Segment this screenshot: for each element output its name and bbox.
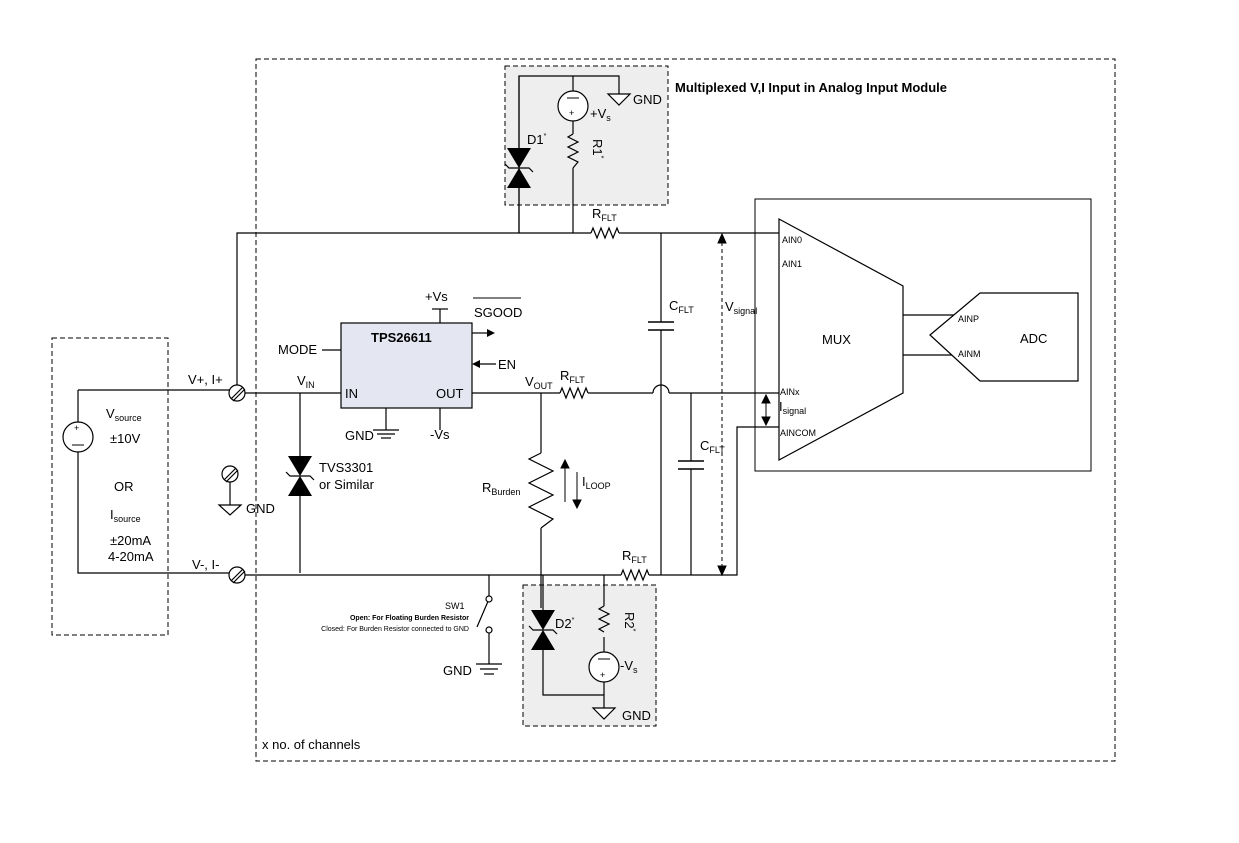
source-or: OR (114, 479, 134, 494)
tps26611-ic (340, 322, 473, 409)
r2-label: R2* (622, 612, 637, 632)
vs-neg-label: -Vs (620, 658, 638, 675)
ic-name: TPS26611 (371, 330, 432, 345)
vout-label: VOUT (525, 374, 553, 391)
source-plus: + (74, 423, 79, 433)
terminal-neg-icon (228, 566, 246, 584)
ic-vs-pos-label: +Vs (425, 289, 448, 304)
source-box (51, 337, 169, 636)
gnd-top-label: GND (633, 92, 662, 107)
isource-range2: 4-20mA (108, 549, 154, 564)
vsource-range: ±10V (110, 431, 141, 446)
sw1-label: SW1 (445, 601, 465, 611)
cflt-bot-label: CFLT (700, 438, 725, 455)
r1-label: R1* (590, 139, 605, 159)
isignal-label: Isignal (779, 399, 806, 416)
mux-ain1: AIN1 (782, 259, 802, 269)
resistors (527, 133, 650, 633)
rflt-bot-label: RFLT (622, 548, 647, 565)
mux-label: MUX (822, 332, 851, 347)
adc-ainp: AINP (958, 314, 979, 324)
ic-vs-neg-label: -Vs (430, 427, 450, 442)
cflt-top-label: CFLT (669, 298, 694, 315)
vin-label: VIN (297, 373, 315, 390)
wires (77, 75, 958, 708)
r1-resistor (566, 133, 580, 169)
vsignal-arrow-icon (717, 232, 727, 577)
gnd-bot-label: GND (622, 708, 651, 723)
ic-out-pin: OUT (436, 386, 464, 401)
ic-sgood-label: SGOOD (474, 305, 522, 320)
rburden-label: RBurden (482, 480, 520, 497)
vs-neg-plus: + (600, 670, 605, 680)
adc-ainm: AINM (958, 349, 981, 359)
bottom-protection-box (522, 584, 657, 727)
earth-ground-icons (373, 429, 502, 675)
source-voltage-icon: + (62, 421, 94, 453)
vsource-label: Vsource (106, 406, 142, 423)
ic-mode-label: MODE (278, 342, 317, 357)
d1-label: D1* (527, 132, 547, 147)
tvs-diode (285, 456, 315, 496)
terminal-pos-icon (228, 384, 246, 402)
rflt-mid-label: RFLT (560, 368, 585, 385)
isource-label: Isource (110, 507, 141, 524)
mux-aincom: AINCOM (780, 428, 816, 438)
iloop-label: ILOOP (582, 474, 611, 491)
terminal-neg-label: V-, I- (192, 557, 219, 572)
rflt-top-resistor (590, 226, 620, 240)
terminals (221, 384, 246, 584)
isource-range1: ±20mA (110, 533, 151, 548)
sw1-switch-icon[interactable] (485, 595, 493, 634)
r2-resistor (597, 605, 611, 633)
mux-block (778, 217, 904, 462)
capacitors (648, 321, 704, 470)
mux-ain0: AIN0 (782, 235, 802, 245)
mux-adc-box (754, 198, 1092, 472)
vsignal-label: Vsignal (725, 299, 757, 316)
ic-en-label: EN (498, 357, 516, 372)
gnd-switch-label: GND (443, 663, 472, 678)
vs-pos-source-icon: + (557, 90, 589, 122)
rflt-bot-resistor (620, 568, 650, 582)
vs-neg-source-icon: + (588, 651, 620, 683)
top-protection-box (504, 65, 669, 206)
module-title: Multiplexed V,I Input in Analog Input Mo… (675, 80, 947, 95)
channels-note: x no. of channels (262, 737, 361, 752)
en-arrow-icon (472, 360, 496, 368)
sw1-closed-note: Closed: For Burden Resistor connected to… (321, 626, 469, 633)
d2-label: D2* (555, 616, 575, 631)
isignal-arrow-icon (761, 393, 771, 427)
rflt-top-label: RFLT (592, 206, 617, 223)
vs-pos-label: +Vs (590, 106, 611, 123)
rburden-resistor (527, 452, 555, 529)
mux-ainx: AINx (780, 387, 800, 397)
d2-diode (528, 610, 558, 650)
rflt-mid-resistor (559, 386, 589, 400)
gnd-left-label: GND (246, 501, 275, 516)
module-boundary (255, 58, 1116, 762)
d1-diode (504, 76, 534, 233)
vs-pos-plus: + (569, 108, 574, 118)
terminal-gnd-icon (221, 465, 239, 483)
ic-gnd-label: GND (345, 428, 374, 443)
adc-block (929, 292, 1079, 382)
sgood-arrow-icon (472, 329, 495, 337)
tvs-label-line2: or Similar (319, 477, 375, 492)
iloop-arrows-icon (560, 458, 582, 510)
ground-icons (217, 93, 632, 720)
terminal-pos-label: V+, I+ (188, 372, 223, 387)
gnd-top-icon (606, 93, 632, 106)
sw1-open-note: Open: For Floating Burden Resistor (350, 615, 469, 622)
gnd-bot-icon (591, 707, 617, 720)
gnd-left-icon (217, 504, 243, 516)
ic-in-pin: IN (345, 386, 358, 401)
tvs-label-line1: TVS3301 (319, 460, 373, 475)
adc-label: ADC (1020, 331, 1047, 346)
